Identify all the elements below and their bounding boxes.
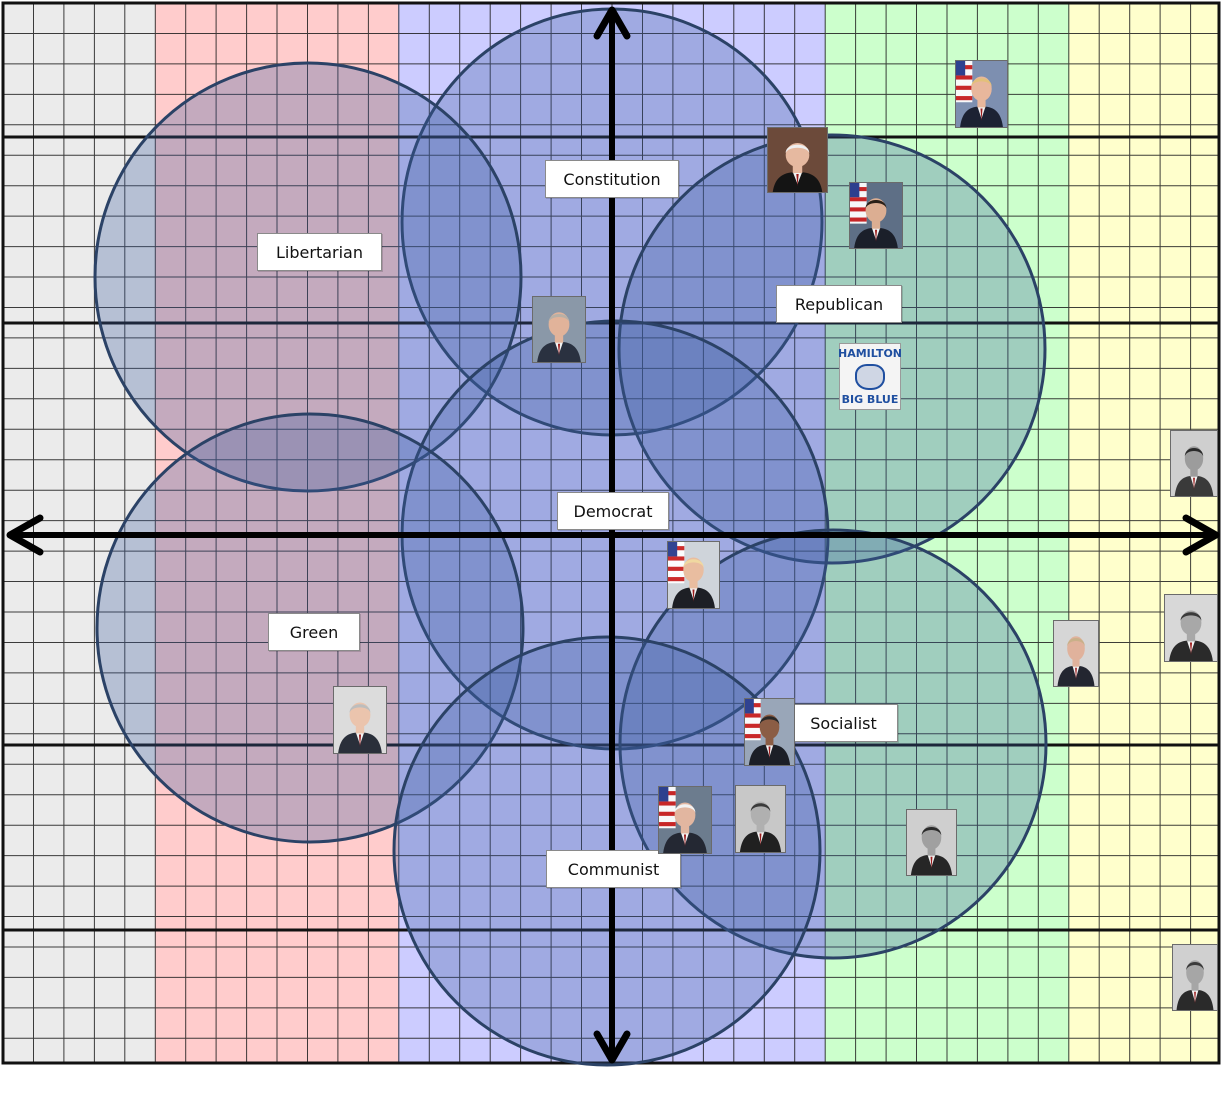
portrait-10 bbox=[333, 686, 387, 754]
circle-libertarian bbox=[93, 61, 523, 493]
logo-text-bottom: BIG BLUE bbox=[841, 393, 899, 406]
portrait-1 bbox=[955, 60, 1008, 128]
arrow-left-icon bbox=[6, 514, 44, 556]
hamilton-big-blue-logo: HAMILTON BIG BLUE bbox=[838, 343, 903, 410]
portrait-7 bbox=[667, 541, 720, 609]
person-silhouette-icon bbox=[956, 61, 1007, 127]
portrait-12 bbox=[658, 786, 712, 854]
portrait-15 bbox=[1172, 944, 1218, 1011]
label-libertarian: Libertarian bbox=[257, 233, 382, 271]
portrait-6 bbox=[1170, 430, 1218, 497]
person-silhouette-icon bbox=[1171, 431, 1217, 496]
person-silhouette-icon bbox=[768, 128, 827, 192]
label-communist: Communist bbox=[546, 850, 681, 888]
logo-text-top: HAMILTON bbox=[838, 347, 903, 360]
bulldog-mascot-icon bbox=[855, 363, 885, 390]
portrait-4 bbox=[532, 296, 586, 363]
arrow-up-icon bbox=[593, 6, 631, 40]
circle-republican bbox=[617, 133, 1047, 565]
arrow-down-icon bbox=[593, 1030, 631, 1064]
portrait-14 bbox=[906, 809, 957, 876]
person-silhouette-icon bbox=[850, 183, 902, 248]
label-green: Green bbox=[268, 613, 360, 651]
person-silhouette-icon bbox=[659, 787, 711, 853]
person-silhouette-icon bbox=[668, 542, 719, 608]
portrait-9 bbox=[1053, 620, 1099, 687]
arrow-right-icon bbox=[1182, 514, 1220, 556]
person-silhouette-icon bbox=[907, 810, 956, 875]
person-silhouette-icon bbox=[334, 687, 386, 753]
portrait-11 bbox=[744, 698, 795, 766]
label-democrat: Democrat bbox=[557, 492, 669, 530]
portrait-8 bbox=[1164, 594, 1218, 662]
label-socialist: Socialist bbox=[789, 704, 898, 742]
person-silhouette-icon bbox=[1165, 595, 1217, 661]
person-silhouette-icon bbox=[533, 297, 585, 362]
label-constitution: Constitution bbox=[545, 160, 679, 198]
label-republican: Republican bbox=[776, 285, 902, 323]
person-silhouette-icon bbox=[1173, 945, 1217, 1010]
person-silhouette-icon bbox=[736, 786, 785, 852]
person-silhouette-icon bbox=[745, 699, 794, 765]
portrait-2 bbox=[767, 127, 828, 193]
person-silhouette-icon bbox=[1054, 621, 1098, 686]
portrait-13 bbox=[735, 785, 786, 853]
portrait-3 bbox=[849, 182, 903, 249]
